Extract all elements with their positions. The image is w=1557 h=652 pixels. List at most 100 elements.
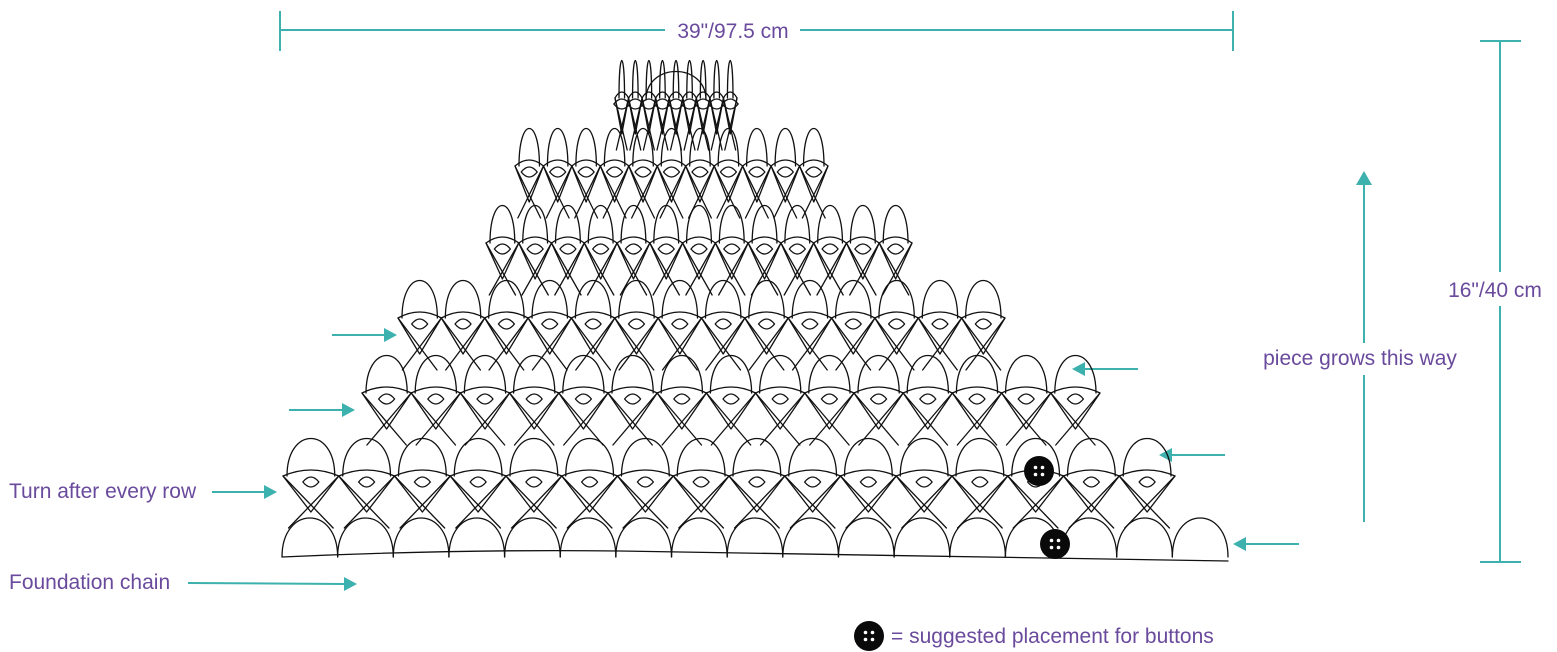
cross-stitch bbox=[617, 243, 646, 295]
shell-loop bbox=[303, 477, 319, 487]
shell-loop bbox=[691, 244, 707, 254]
foundation-arch bbox=[1061, 518, 1117, 557]
width-dimension-label: 39"/97.5 cm bbox=[677, 20, 788, 43]
cross-stitch bbox=[756, 393, 800, 445]
cross-stitch bbox=[706, 393, 750, 445]
shell-loop bbox=[749, 167, 765, 177]
cross-stitch bbox=[903, 393, 947, 445]
cross-stitch bbox=[289, 476, 339, 528]
shell-loop bbox=[855, 244, 871, 254]
cross-stitch bbox=[623, 476, 673, 528]
cross-stitch bbox=[416, 393, 460, 445]
shell-loop bbox=[658, 244, 674, 254]
cross-stitch bbox=[966, 318, 1005, 370]
cross-stitch bbox=[600, 166, 626, 218]
shell-loop bbox=[428, 394, 444, 404]
cross-stitch bbox=[559, 393, 603, 445]
shell-loop bbox=[972, 477, 988, 487]
cross-stitch bbox=[788, 318, 827, 370]
button-upper bbox=[1024, 456, 1054, 486]
cross-stitch bbox=[642, 98, 654, 150]
shell-loop bbox=[527, 244, 543, 254]
cross-stitch bbox=[510, 393, 554, 445]
cross-stitch bbox=[608, 393, 652, 445]
shell-loop bbox=[494, 244, 510, 254]
cross-stitch bbox=[460, 393, 504, 445]
cross-stitch bbox=[908, 393, 952, 445]
cross-stitch bbox=[790, 476, 840, 528]
shell-loop bbox=[359, 477, 375, 487]
cross-stitch bbox=[686, 166, 712, 218]
shell-loop bbox=[806, 167, 822, 177]
cross-stitch bbox=[564, 393, 608, 445]
cross-stitch bbox=[339, 476, 389, 528]
shell-loop bbox=[664, 167, 680, 177]
shell-loop bbox=[932, 319, 948, 329]
cross-stitch bbox=[515, 166, 541, 218]
cross-stitch bbox=[411, 393, 455, 445]
shell-loop bbox=[723, 394, 739, 404]
cross-stitch bbox=[711, 98, 723, 150]
cross-stitch bbox=[543, 166, 569, 218]
shell-loop bbox=[888, 244, 904, 254]
cross-stitch bbox=[683, 243, 712, 295]
shell-loop bbox=[772, 394, 788, 404]
cross-stitch bbox=[841, 476, 891, 528]
cross-stitch bbox=[832, 318, 871, 370]
shell-loop bbox=[542, 319, 558, 329]
cross-stitch bbox=[522, 243, 551, 295]
shell-loop bbox=[625, 244, 641, 254]
turn-arrow-left-row4 bbox=[1072, 362, 1138, 376]
cross-stitch bbox=[1125, 476, 1175, 528]
cross-stitch bbox=[962, 318, 1001, 370]
cross-stitch bbox=[650, 243, 679, 295]
cross-stitch bbox=[485, 318, 524, 370]
cross-stitch bbox=[1002, 393, 1046, 445]
cross-stitch bbox=[398, 318, 437, 370]
cross-stitch bbox=[679, 476, 729, 528]
cross-stitch bbox=[879, 243, 908, 295]
shell-loop bbox=[578, 167, 594, 177]
shell-loop bbox=[628, 319, 644, 329]
shell-loop bbox=[477, 394, 493, 404]
cross-stitch bbox=[1119, 476, 1169, 528]
shell-loop bbox=[498, 319, 514, 329]
turn-arrows bbox=[188, 328, 1299, 591]
cross-stitch bbox=[686, 243, 715, 295]
cross-stitch bbox=[658, 318, 697, 370]
cross-stitch bbox=[400, 476, 450, 528]
shell-loop bbox=[607, 167, 623, 177]
cross-stitch bbox=[715, 243, 744, 295]
cross-stitch bbox=[584, 243, 613, 295]
height-dimension-label: 16"/40 cm bbox=[1448, 279, 1542, 302]
shell-loop bbox=[582, 477, 598, 487]
cross-stitch bbox=[785, 476, 835, 528]
shell-loop bbox=[635, 167, 651, 177]
cross-stitch bbox=[671, 98, 683, 150]
cross-stitch bbox=[958, 476, 1008, 528]
cross-stitch bbox=[562, 476, 612, 528]
cross-stitch bbox=[283, 476, 333, 528]
shell-loop bbox=[916, 477, 932, 487]
cross-stitch bbox=[689, 166, 715, 218]
cross-stitch bbox=[615, 98, 627, 150]
cross-stitch bbox=[702, 318, 741, 370]
shell-loop bbox=[550, 167, 566, 177]
cross-stitch bbox=[653, 243, 682, 295]
cross-stitch bbox=[657, 393, 701, 445]
stitch-pattern bbox=[282, 61, 1228, 562]
cross-stitch bbox=[657, 166, 683, 218]
cross-stitch bbox=[748, 243, 777, 295]
shell-loop bbox=[521, 167, 537, 177]
shell-loop bbox=[1139, 477, 1155, 487]
foundation-arch bbox=[1117, 518, 1173, 557]
cross-stitch bbox=[506, 476, 556, 528]
cross-stitch bbox=[669, 98, 681, 150]
foundation-arch bbox=[1172, 518, 1228, 557]
shell-loop bbox=[692, 167, 708, 177]
cross-stitch bbox=[575, 166, 601, 218]
cross-stitch bbox=[836, 318, 875, 370]
cross-stitch bbox=[745, 318, 784, 370]
shell-loop bbox=[575, 394, 591, 404]
cross-stitch bbox=[662, 318, 701, 370]
